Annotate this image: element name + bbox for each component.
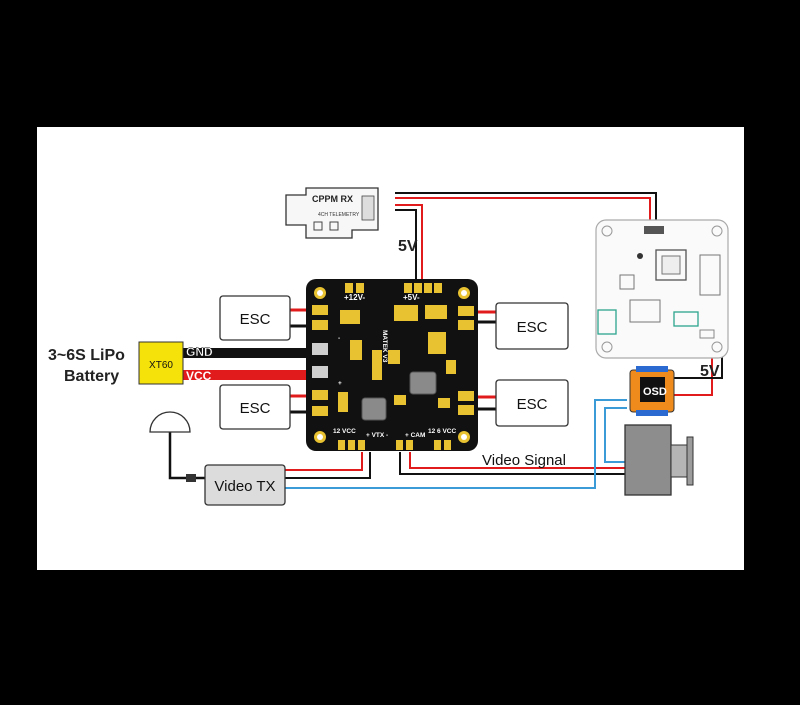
board-silk-name: MATEK V3 — [381, 330, 388, 363]
esc-label: ESC — [240, 400, 271, 417]
video-signal-label: Video Signal — [482, 452, 566, 469]
gnd-wire — [180, 348, 310, 358]
rx-title: CPPM RX — [312, 194, 353, 204]
video-transmitter: Video TX — [204, 464, 286, 506]
board-minus-label: - — [338, 335, 340, 342]
xt60-connector — [138, 341, 184, 385]
cppm-receiver: CPPM RX 4CH TELEMETRY — [285, 187, 379, 239]
pad-12-6-label: 12 6 VCC — [428, 428, 456, 435]
vcc-wire — [180, 370, 310, 380]
pad-cam-label: + CAM — [405, 432, 425, 439]
battery-label-line1: 3~6S LiPo — [48, 347, 125, 364]
vcc-label: VCC — [186, 369, 212, 383]
esc-label: ESC — [517, 319, 548, 336]
rx-5v-label: 5V — [398, 238, 418, 255]
esc-bottom-right: ESC — [495, 379, 569, 427]
osd-5v-label: 5V — [700, 363, 720, 380]
rail-12v-label: +12V- — [344, 293, 365, 302]
flight-controller — [595, 219, 729, 359]
gnd-label: GND — [186, 345, 213, 359]
esc-label: ESC — [517, 396, 548, 413]
esc-label: ESC — [240, 311, 271, 328]
esc-top-right: ESC — [495, 302, 569, 350]
osd-module: OSD — [629, 366, 675, 416]
esc-bottom-left: ESC — [219, 384, 291, 430]
xt60-label: XT60 — [149, 360, 173, 371]
osd-label: OSD — [643, 386, 667, 398]
video-tx-label: Video TX — [214, 478, 275, 495]
camera — [624, 424, 694, 496]
pad-vtx-label: + VTX - — [366, 432, 388, 439]
esc-top-left: ESC — [219, 295, 291, 341]
antenna — [149, 411, 196, 482]
battery-label-line2: Battery — [64, 368, 119, 385]
pad-12vcc-label: 12 VCC — [333, 428, 356, 435]
power-distribution-board: +12V- +5V- MATEK V3 12 VCC + VTX - + CAM… — [306, 279, 478, 451]
rx-subtitle: 4CH TELEMETRY — [318, 212, 360, 218]
battery: 3~6S LiPo Battery XT60 GND VCC — [48, 341, 213, 385]
rail-5v-label: +5V- — [403, 293, 420, 302]
board-plus-label: + — [338, 380, 342, 387]
